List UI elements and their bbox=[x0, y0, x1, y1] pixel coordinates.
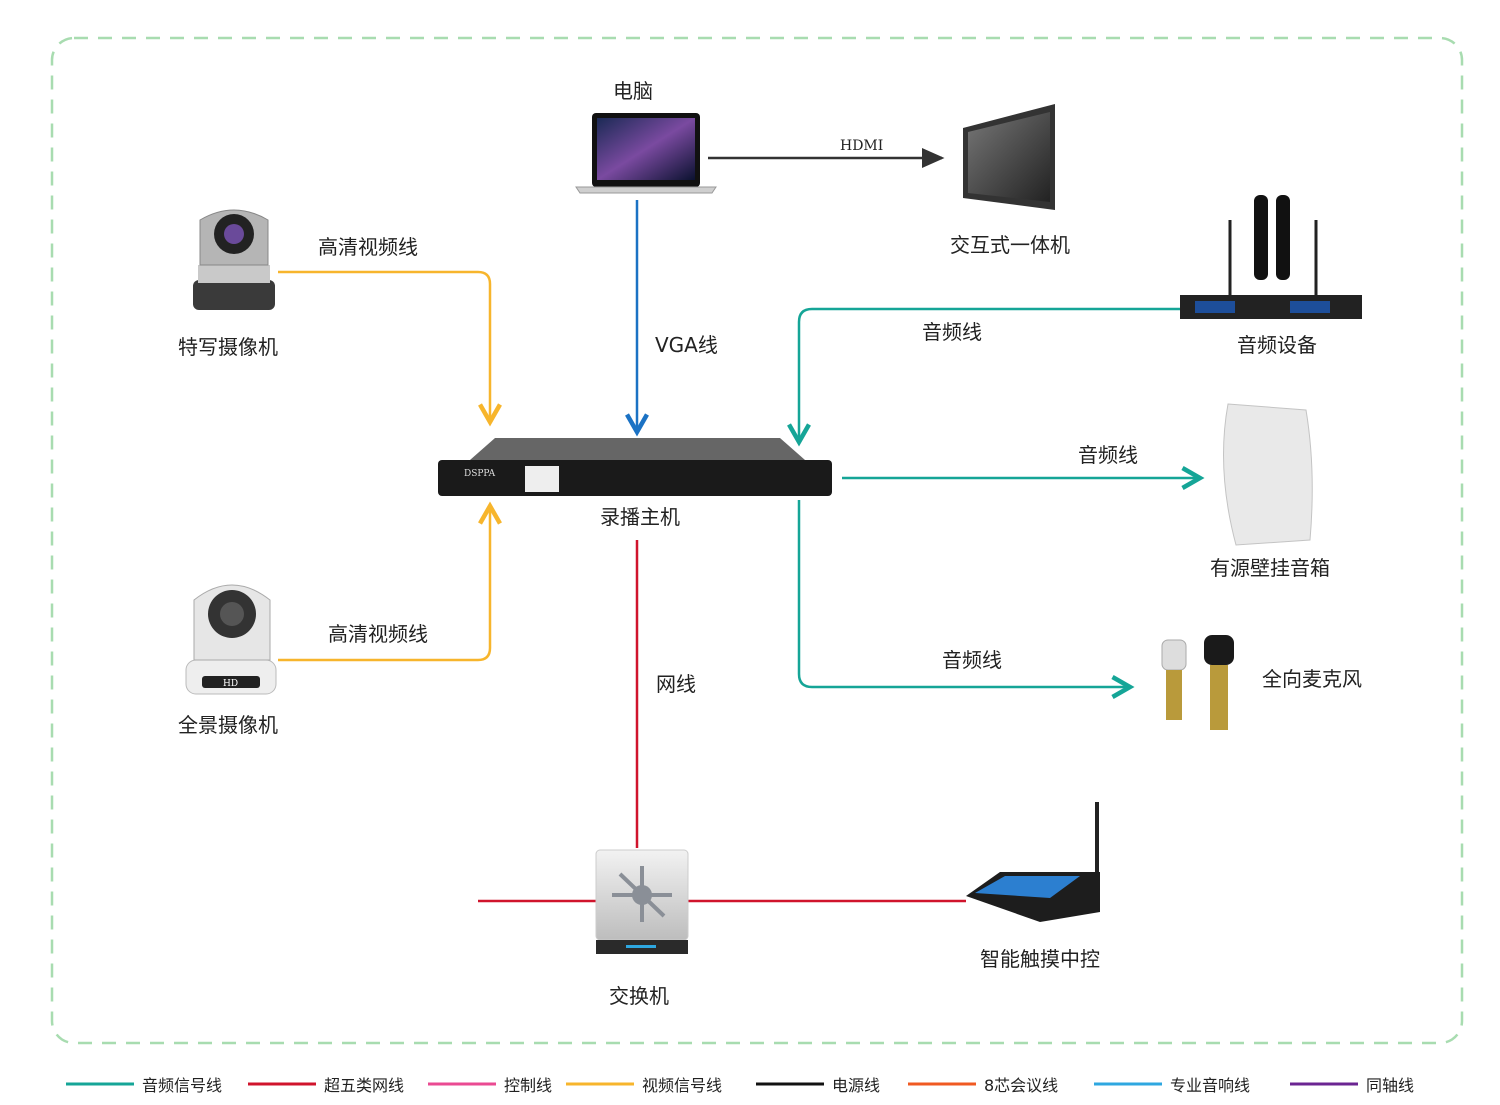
hdmi-label: HDMI bbox=[840, 138, 883, 154]
video-line-closeup bbox=[278, 270, 502, 427]
video-line-panorama bbox=[278, 501, 502, 662]
legend-item: 超五类网线 bbox=[248, 1076, 404, 1095]
legend-label: 音频信号线 bbox=[142, 1076, 222, 1095]
recorder-device: DSPPA 录播主机 bbox=[438, 438, 832, 529]
touch-panel-label: 智能触摸中控 bbox=[980, 947, 1100, 971]
speaker-label: 有源壁挂音箱 bbox=[1210, 556, 1330, 580]
legend-label: 专业音响线 bbox=[1170, 1076, 1250, 1095]
interactive-display-label: 交互式一体机 bbox=[950, 233, 1070, 257]
audio-label-mic: 音频线 bbox=[942, 648, 1002, 672]
legend-item: 电源线 bbox=[756, 1076, 880, 1095]
interactive-display-device: 交互式一体机 bbox=[950, 104, 1070, 257]
legend-label: 控制线 bbox=[504, 1076, 552, 1095]
audio-label-speaker: 音频线 bbox=[1078, 443, 1138, 467]
microphone-label: 全向麦克风 bbox=[1262, 667, 1362, 691]
network-label: 网线 bbox=[656, 672, 696, 696]
audio-line-mic bbox=[797, 500, 1135, 699]
legend-label: 视频信号线 bbox=[642, 1076, 722, 1095]
legend-label: 8芯会议线 bbox=[984, 1076, 1058, 1095]
closeup-camera-label: 特写摄像机 bbox=[178, 335, 278, 359]
legend: 音频信号线 超五类网线 控制线 视频信号线 电源线 8芯会议线 专业音响线 同轴线 bbox=[66, 1076, 1414, 1095]
diagram-frame bbox=[50, 36, 1464, 1045]
computer-label: 电脑 bbox=[613, 79, 653, 103]
panorama-camera-label: 全景摄像机 bbox=[178, 713, 278, 737]
legend-item: 控制线 bbox=[428, 1076, 552, 1095]
legend-label: 超五类网线 bbox=[324, 1076, 404, 1095]
vga-label: VGA线 bbox=[655, 333, 718, 357]
recorder-label: 录播主机 bbox=[600, 505, 680, 529]
video-label-closeup: 高清视频线 bbox=[318, 235, 418, 259]
svg-text:DSPPA: DSPPA bbox=[464, 469, 496, 479]
microphone-device: 全向麦克风 bbox=[1161, 635, 1362, 730]
svg-text:HD: HD bbox=[223, 679, 238, 689]
legend-item: 专业音响线 bbox=[1094, 1076, 1250, 1095]
speaker-device: 有源壁挂音箱 bbox=[1210, 403, 1330, 580]
audio-label-in: 音频线 bbox=[922, 320, 982, 344]
switch-device: 交换机 bbox=[595, 849, 689, 1008]
touch-panel-device: 智能触摸中控 bbox=[966, 802, 1100, 971]
legend-item: 同轴线 bbox=[1290, 1076, 1414, 1095]
computer-device: 电脑 bbox=[575, 79, 717, 194]
legend-item: 8芯会议线 bbox=[908, 1076, 1058, 1095]
legend-label: 同轴线 bbox=[1366, 1076, 1414, 1095]
closeup-camera-device: 特写摄像机 bbox=[178, 209, 278, 359]
video-label-panorama: 高清视频线 bbox=[328, 622, 428, 646]
audio-line-in bbox=[787, 307, 1180, 447]
audio-device: 音频设备 bbox=[1180, 195, 1362, 357]
legend-item: 音频信号线 bbox=[66, 1076, 222, 1095]
switch-label: 交换机 bbox=[609, 984, 669, 1008]
legend-label: 电源线 bbox=[832, 1076, 880, 1095]
panorama-camera-device: HD 全景摄像机 bbox=[178, 584, 278, 737]
connections: HDMI VGA线 高清视频线 高清视频线 音频线 音频线 音频线 网线 bbox=[278, 138, 1205, 903]
audio-device-label: 音频设备 bbox=[1237, 333, 1317, 357]
legend-item: 视频信号线 bbox=[566, 1076, 722, 1095]
